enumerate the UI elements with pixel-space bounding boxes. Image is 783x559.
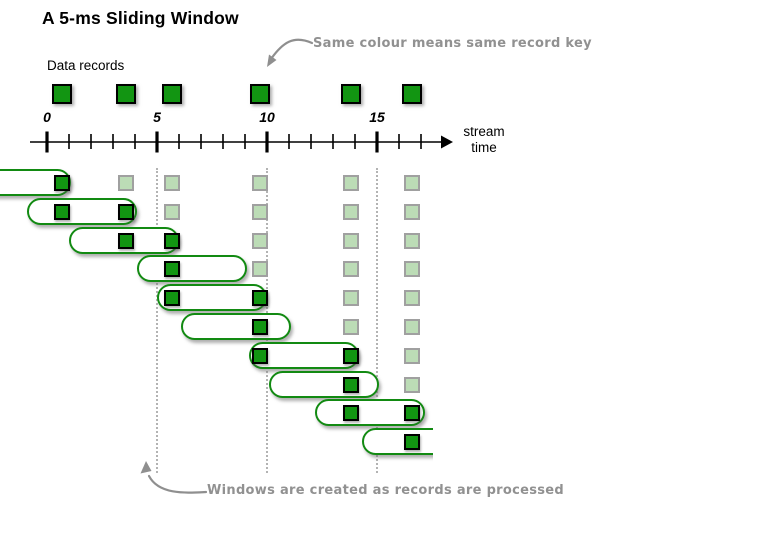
- axis-tick-label: 15: [369, 109, 385, 125]
- window-boundary-gridline: [156, 168, 158, 473]
- record-in-window: [342, 376, 359, 393]
- sliding-window-clip: [356, 422, 433, 465]
- record-square: [402, 84, 423, 104]
- sliding-window: [181, 313, 292, 340]
- future-record: [252, 203, 269, 220]
- record-in-window: [404, 434, 421, 451]
- sliding-window: [27, 197, 138, 225]
- record-square: [250, 84, 271, 104]
- future-record: [342, 290, 359, 307]
- sliding-window: [137, 255, 248, 283]
- future-record: [404, 175, 421, 191]
- timeline-ticks: [45, 131, 422, 153]
- record-square: [116, 84, 137, 104]
- future-record: [342, 203, 359, 220]
- record-in-window: [54, 203, 71, 220]
- record-in-window: [252, 347, 269, 364]
- future-record: [342, 319, 359, 335]
- future-record: [342, 175, 359, 191]
- annotation-windows-created: Windows are created as records are proce…: [207, 483, 565, 498]
- sliding-window: [269, 370, 380, 398]
- future-record: [252, 261, 269, 278]
- annotation-arrow-top-icon: [269, 38, 314, 61]
- record-in-window: [164, 290, 181, 307]
- record-in-window: [342, 347, 359, 364]
- future-record: [118, 175, 135, 191]
- record-in-window: [118, 203, 135, 220]
- future-record: [252, 175, 269, 191]
- record-in-window: [404, 405, 421, 422]
- record-in-window: [252, 290, 269, 307]
- window-boundary-gridline: [376, 168, 378, 473]
- sliding-window: [361, 428, 433, 456]
- record-square: [162, 84, 183, 104]
- diagram-title: A 5-ms Sliding Window: [42, 8, 239, 28]
- stream-time-label: stream time: [455, 124, 513, 156]
- record-in-window: [118, 232, 135, 249]
- future-record: [164, 175, 181, 191]
- axis-tick-label: 5: [153, 109, 161, 125]
- timeline-axis-arrowhead-icon: [441, 135, 453, 149]
- annotation-arrow-bottom-icon: [147, 474, 208, 494]
- data-records-label: Data records: [47, 58, 125, 73]
- stream-time-line2: time: [471, 140, 497, 155]
- future-record: [404, 319, 421, 335]
- future-record: [404, 232, 421, 249]
- future-record: [404, 261, 421, 278]
- record-in-window: [164, 261, 181, 278]
- record-in-window: [164, 232, 181, 249]
- future-record: [404, 347, 421, 364]
- annotation-same-colour: Same colour means same record key: [313, 36, 592, 51]
- annotation-arrow-top-head-icon: [267, 54, 277, 67]
- future-record: [342, 261, 359, 278]
- axis-tick-label: 0: [43, 109, 51, 125]
- future-record: [404, 290, 421, 307]
- future-record: [404, 203, 421, 220]
- record-square: [52, 84, 73, 104]
- stream-time-line1: stream: [463, 124, 505, 139]
- future-record: [252, 232, 269, 249]
- future-record: [342, 232, 359, 249]
- future-record: [164, 203, 181, 220]
- annotation-arrow-bottom-head-icon: [140, 461, 152, 474]
- record-in-window: [342, 405, 359, 422]
- record-square: [340, 84, 361, 104]
- future-record: [404, 376, 421, 393]
- axis-tick-label: 10: [259, 109, 275, 125]
- record-in-window: [252, 319, 269, 335]
- record-in-window: [54, 175, 71, 191]
